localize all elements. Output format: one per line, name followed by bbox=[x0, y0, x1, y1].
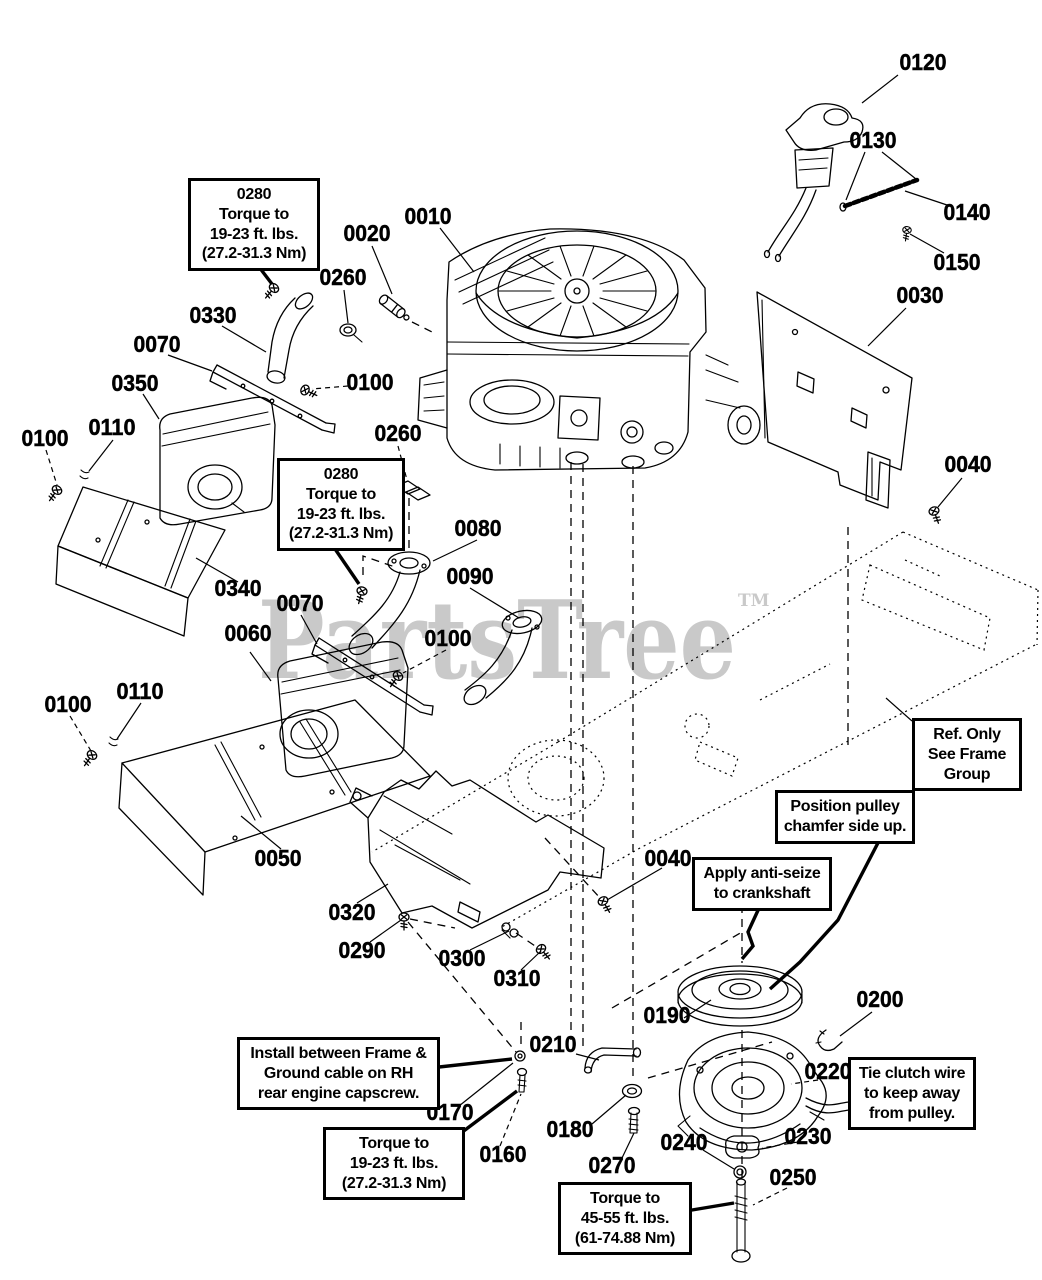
part-label-0100-a: 0100 bbox=[347, 369, 394, 395]
callout-install-between: Install between Frame & Ground cable on … bbox=[237, 1037, 440, 1111]
part-label-0070-upper: 0070 bbox=[134, 331, 181, 357]
callout-line: 19-23 ft. lbs. bbox=[209, 225, 299, 243]
callout-line: rear engine capscrew. bbox=[257, 1084, 420, 1102]
part-labels: 0120 0130 0140 0150 0030 0010 0020 0260 … bbox=[21, 49, 992, 1191]
elbow-0330-art bbox=[261, 281, 363, 384]
callout-line: to keep away bbox=[863, 1084, 960, 1102]
watermark-text: PartsTree bbox=[258, 578, 736, 704]
callout-line: 0280 bbox=[236, 186, 272, 203]
callout-line: Install between Frame & bbox=[250, 1045, 427, 1062]
callout-line: from pulley. bbox=[869, 1104, 955, 1122]
engine-base-art bbox=[349, 770, 615, 963]
bracket-0070-top-art bbox=[209, 364, 336, 434]
part-label-0160: 0160 bbox=[480, 1141, 527, 1167]
part-label-0260-upper: 0260 bbox=[320, 264, 367, 290]
callout-line: 19-23 ft. lbs. bbox=[296, 505, 386, 523]
part-label-0190: 0190 bbox=[644, 1002, 691, 1028]
solenoid-0020-art bbox=[378, 294, 410, 321]
callout-line: Torque to bbox=[219, 205, 289, 223]
callout-torque-0280-top: 0280 Torque to 19-23 ft. lbs. (27.2-31.3… bbox=[188, 178, 320, 272]
callout-anti-seize: Apply anti-seize to crankshaft bbox=[692, 857, 832, 911]
part-label-0320: 0320 bbox=[329, 899, 376, 925]
part-label-0270: 0270 bbox=[589, 1152, 636, 1178]
callout-line: (61-74.88 Nm) bbox=[574, 1229, 676, 1247]
callout-line: Torque to bbox=[359, 1135, 429, 1152]
part-label-0200: 0200 bbox=[857, 986, 904, 1012]
part-label-0260-lower: 0260 bbox=[375, 420, 422, 446]
callout-torque-0280-mid: 0280 Torque to 19-23 ft. lbs. (27.2-31.3… bbox=[277, 458, 405, 552]
centerlines bbox=[362, 321, 849, 1178]
shield-0340-art bbox=[44, 469, 226, 637]
part-label-0140: 0140 bbox=[944, 199, 991, 225]
shield-0050-art bbox=[79, 699, 431, 896]
part-label-0040-bottom: 0040 bbox=[645, 845, 692, 871]
part-label-0300: 0300 bbox=[439, 945, 486, 971]
part-label-0210: 0210 bbox=[530, 1031, 577, 1057]
part-label-0350: 0350 bbox=[112, 370, 159, 396]
callout-line: Ref. Only bbox=[933, 726, 1001, 743]
frame-art bbox=[371, 531, 1039, 929]
muffler-0350-art bbox=[159, 396, 276, 526]
callout-line: Tie clutch wire bbox=[858, 1065, 966, 1082]
part-label-0050: 0050 bbox=[255, 845, 302, 871]
part-label-0310: 0310 bbox=[494, 965, 541, 991]
callout-line: 45-55 ft. lbs. bbox=[580, 1209, 670, 1227]
callout-line: chamfer side up. bbox=[783, 817, 907, 835]
callout-line: to crankshaft bbox=[713, 884, 811, 902]
part-label-0100-b: 0100 bbox=[22, 425, 69, 451]
part-label-0020: 0020 bbox=[344, 220, 391, 246]
callout-line: 19-23 ft. lbs. bbox=[349, 1154, 439, 1172]
leader-lines bbox=[45, 74, 963, 1214]
muffler-0060-art bbox=[277, 641, 409, 778]
part-label-0110-lower: 0110 bbox=[117, 678, 164, 704]
part-label-0180: 0180 bbox=[547, 1116, 594, 1142]
callout-tie-clutch: Tie clutch wire to keep away from pulley… bbox=[848, 1057, 976, 1131]
callout-line: Torque to bbox=[590, 1190, 660, 1207]
panel-0030-art bbox=[756, 291, 944, 526]
part-label-0080: 0080 bbox=[455, 515, 502, 541]
part-label-0100-d: 0100 bbox=[45, 691, 92, 717]
part-label-0240: 0240 bbox=[661, 1129, 708, 1155]
part-label-0110-upper: 0110 bbox=[89, 414, 136, 440]
part-label-0150: 0150 bbox=[934, 249, 981, 275]
part-label-0100-c: 0100 bbox=[425, 625, 472, 651]
part-label-0120: 0120 bbox=[900, 49, 947, 75]
callout-line: 0280 bbox=[323, 466, 359, 483]
fuel-valve-art bbox=[763, 103, 920, 263]
pulley-art bbox=[677, 965, 803, 1027]
callout-line: (27.2-31.3 Nm) bbox=[201, 245, 307, 263]
part-label-0040-right: 0040 bbox=[945, 451, 992, 477]
part-label-0090: 0090 bbox=[447, 563, 494, 589]
part-label-0070-lower: 0070 bbox=[277, 590, 324, 616]
part-label-0060: 0060 bbox=[225, 620, 272, 646]
part-label-0330: 0330 bbox=[190, 302, 237, 328]
callout-torque-45-55: Torque to 45-55 ft. lbs. (61-74.88 Nm) bbox=[558, 1182, 692, 1256]
engine-art bbox=[417, 228, 761, 471]
part-label-0290: 0290 bbox=[339, 937, 386, 963]
callout-line: (27.2-31.3 Nm) bbox=[341, 1174, 447, 1192]
part-label-0230: 0230 bbox=[785, 1123, 832, 1149]
part-label-0130: 0130 bbox=[850, 127, 897, 153]
part-label-0030: 0030 bbox=[897, 282, 944, 308]
callout-line: (27.2-31.3 Nm) bbox=[288, 525, 394, 543]
callout-line: Torque to bbox=[306, 485, 376, 503]
callout-line: Group bbox=[943, 765, 991, 783]
part-label-0010: 0010 bbox=[405, 203, 452, 229]
watermark-tm: TM bbox=[738, 591, 770, 611]
part-label-0220: 0220 bbox=[805, 1058, 852, 1084]
callout-line: See Frame bbox=[927, 745, 1007, 763]
part-label-0340: 0340 bbox=[215, 575, 262, 601]
callout-torque-19-23: Torque to 19-23 ft. lbs. (27.2-31.3 Nm) bbox=[323, 1127, 465, 1201]
watermark: PartsTree TM bbox=[258, 578, 770, 704]
callout-line: Apply anti-seize bbox=[703, 865, 821, 882]
callout-line: Ground cable on RH bbox=[263, 1064, 414, 1082]
callout-position-pulley: Position pulley chamfer side up. bbox=[775, 790, 915, 844]
part-label-0250: 0250 bbox=[770, 1164, 817, 1190]
callout-ref-only: Ref. Only See Frame Group bbox=[912, 718, 1022, 792]
exhaust-pipes-art bbox=[348, 480, 543, 706]
callout-line: Position pulley bbox=[790, 798, 900, 815]
